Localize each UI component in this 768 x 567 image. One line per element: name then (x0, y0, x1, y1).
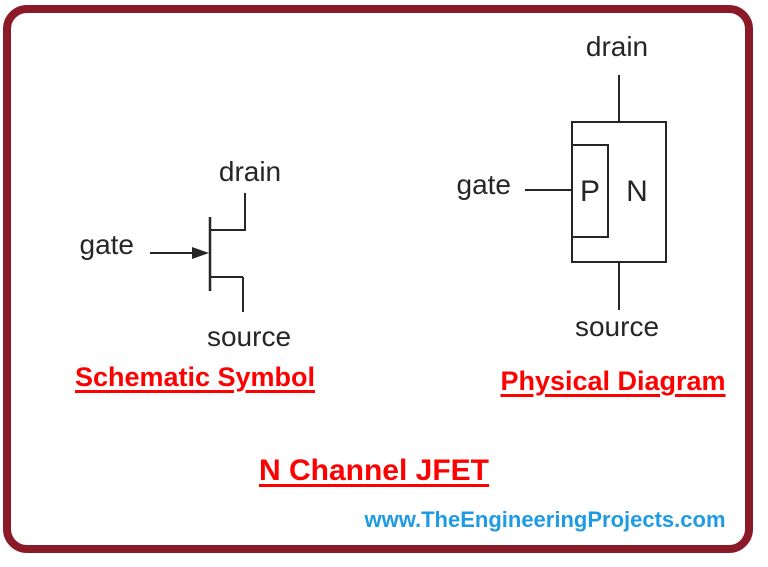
physical-caption: Physical Diagram (500, 366, 726, 396)
schematic-caption: Schematic Symbol (74, 362, 316, 392)
schematic-gate-label: gate (79, 229, 135, 260)
schematic-drain-label: drain (218, 156, 282, 187)
schematic-source-label: source (206, 321, 292, 352)
watermark-url: www.TheEngineeringProjects.com (364, 507, 726, 532)
physical-source-label: source (574, 311, 660, 342)
page-border-frame (3, 5, 753, 553)
physical-gate-label: gate (456, 169, 512, 200)
p-region-label: P (579, 175, 601, 208)
page-title: N Channel JFET (258, 454, 490, 487)
n-region-label: N (626, 175, 648, 208)
physical-drain-label: drain (585, 31, 649, 62)
